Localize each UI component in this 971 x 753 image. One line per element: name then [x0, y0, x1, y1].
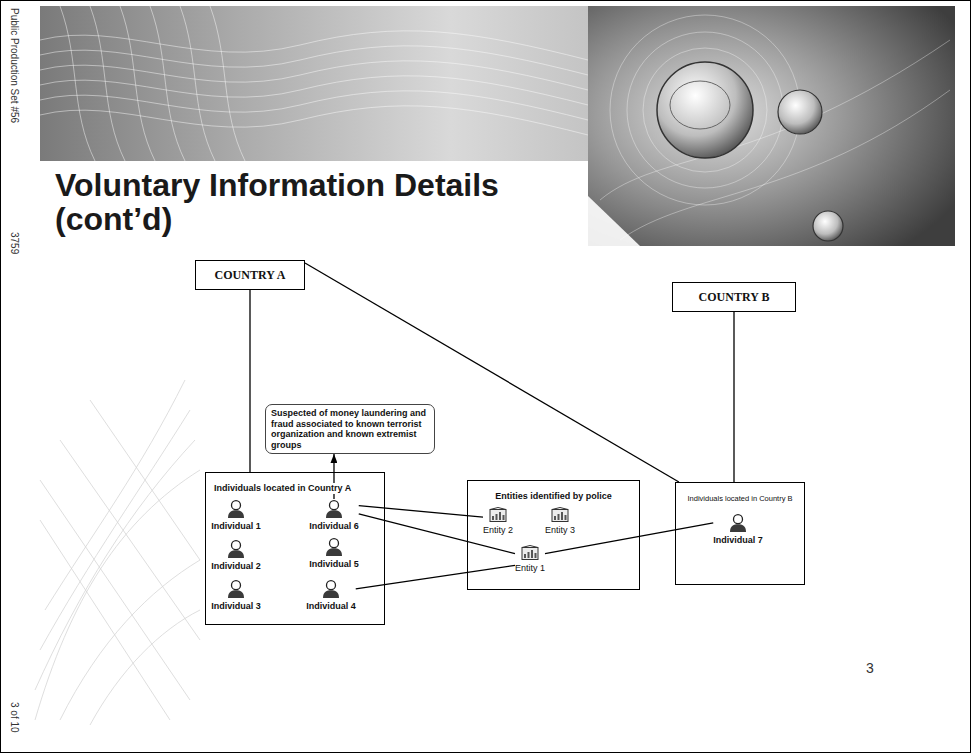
individual-label: Individual 7 [713, 535, 763, 546]
person-icon [326, 539, 342, 556]
banner-waves [40, 6, 588, 161]
person-node: Individual 3 [211, 579, 261, 612]
entity-node: Entity 2 [483, 507, 513, 536]
person-icon [226, 539, 246, 559]
coin [813, 211, 843, 241]
building-icon [490, 508, 506, 522]
coin [657, 62, 753, 158]
person-icon [228, 581, 244, 598]
individual-label: Individual 6 [309, 521, 359, 532]
country-label: COUNTRY A [215, 268, 286, 282]
callout-text: Suspected of money laundering and fraud … [271, 408, 429, 450]
connector [545, 523, 713, 554]
entity-label: Entity 2 [483, 525, 513, 536]
person-icon [326, 501, 342, 518]
person-node: Individual 2 [211, 539, 261, 572]
connector [733, 312, 734, 482]
margin-note: Public Production Set #56 [8, 8, 20, 123]
person-icon [728, 513, 748, 533]
coin [778, 90, 822, 134]
background-grid [35, 380, 200, 725]
person-node: Individual 4 [306, 579, 356, 612]
building-icon [488, 507, 508, 523]
coin-photo [588, 6, 955, 246]
group-box: Individuals located in Country B Individu… [675, 482, 805, 585]
person-icon [226, 579, 246, 599]
group-box: Entities identified by policeEntity 2 Ent… [467, 480, 640, 590]
connector [356, 565, 515, 589]
person-node: Individual 6 [309, 499, 359, 532]
person-icon [323, 581, 339, 598]
person-icon [730, 515, 746, 532]
building-icon [522, 546, 538, 560]
entity-node: Entity 3 [545, 507, 575, 536]
coin-detail [670, 81, 730, 129]
group-heading: Individuals located in Country A [212, 483, 353, 494]
photo-fade [588, 196, 640, 246]
building-icon [552, 508, 568, 522]
country-box: COUNTRY B [672, 282, 796, 312]
page-number: 3 [866, 660, 874, 677]
photo-swirls [600, 15, 950, 240]
banner [40, 6, 955, 246]
person-icon [228, 501, 244, 518]
person-icon [321, 579, 341, 599]
building-icon [520, 545, 540, 561]
person-icon [324, 499, 344, 519]
person-icon [228, 541, 244, 558]
connector [249, 290, 250, 472]
building-icon [550, 507, 570, 523]
person-icon [324, 537, 344, 557]
country-label: COUNTRY B [699, 290, 770, 304]
margin-note: 3759 [8, 232, 20, 254]
individual-label: Individual 4 [306, 601, 356, 612]
person-icon [226, 499, 246, 519]
individual-label: Individual 3 [211, 601, 261, 612]
country-box: COUNTRY A [195, 260, 305, 290]
group-box: Individuals located in Country A Individu… [205, 472, 385, 625]
connector [359, 506, 483, 518]
entity-label: Entity 3 [545, 525, 575, 536]
entity-node: Entity 1 [515, 545, 545, 574]
individual-label: Individual 1 [211, 521, 261, 532]
individual-label: Individual 2 [211, 561, 261, 572]
individual-label: Individual 5 [309, 559, 359, 570]
slide-title: Voluntary Information Details (cont’d) [55, 168, 555, 236]
margin-note: 3 of 10 [8, 702, 20, 733]
banner-band [40, 6, 588, 161]
callout-box: Suspected of money laundering and fraud … [265, 404, 435, 454]
entity-label: Entity 1 [515, 563, 545, 574]
person-node: Individual 5 [309, 537, 359, 570]
group-heading: Individuals located in Country B [685, 494, 794, 503]
group-heading: Entities identified by police [493, 491, 614, 502]
person-node: Individual 1 [211, 499, 261, 532]
person-node: Individual 7 [713, 513, 763, 546]
